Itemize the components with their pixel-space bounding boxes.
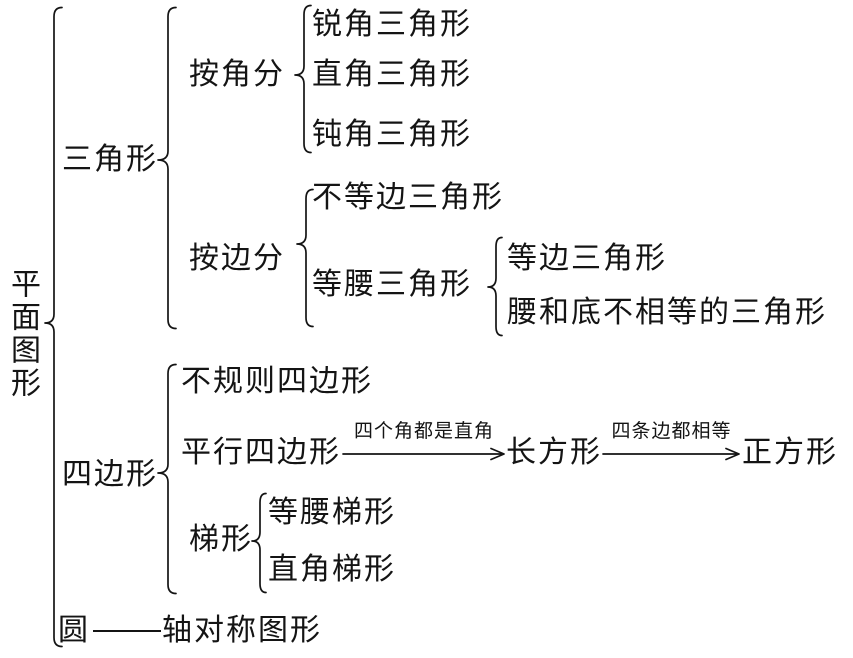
node-plane-figures: 平面图形 xyxy=(5,268,40,400)
node-right-trapezoid: 直角梯形 xyxy=(268,552,396,587)
node-equilateral-triangle: 等边三角形 xyxy=(507,241,667,276)
node-triangle: 三角形 xyxy=(62,142,158,177)
node-unequal-legs-triangle: 腰和底不相等的三角形 xyxy=(507,295,827,330)
brace-by-angle xyxy=(294,4,312,154)
node-irregular-quadrilateral: 不规则四边形 xyxy=(181,364,373,399)
line-circle-to-note xyxy=(93,630,161,632)
node-acute-triangle: 锐角三角形 xyxy=(312,7,472,42)
brace-trapezoid xyxy=(251,492,267,594)
node-quadrilateral: 四边形 xyxy=(62,457,158,492)
node-by-angle: 按角分 xyxy=(189,57,285,92)
node-rectangle: 长方形 xyxy=(506,435,602,470)
node-obtuse-triangle: 钝角三角形 xyxy=(312,117,472,152)
node-isosceles-trapezoid: 等腰梯形 xyxy=(268,495,396,530)
node-square: 正方形 xyxy=(742,435,838,470)
node-axisymmetric-note: 轴对称图形 xyxy=(162,613,322,648)
node-parallelogram: 平行四边形 xyxy=(181,435,341,470)
arrow-parallelogram-to-rectangle xyxy=(342,447,505,461)
brace-quadrilateral xyxy=(157,363,177,595)
brace-triangle xyxy=(157,6,177,330)
arrow-rectangle-to-square xyxy=(602,447,740,461)
node-by-side: 按边分 xyxy=(189,241,285,276)
brace-root xyxy=(44,6,63,648)
node-isosceles-triangle: 等腰三角形 xyxy=(312,267,472,302)
node-scalene-triangle: 不等边三角形 xyxy=(312,180,504,215)
brace-by-side xyxy=(296,188,314,328)
arrow-condition-right-angles: 四个角都是直角 xyxy=(353,420,494,442)
arrow-condition-equal-sides: 四条边都相等 xyxy=(611,420,732,442)
node-right-triangle: 直角三角形 xyxy=(312,57,472,92)
node-circle: 圆 xyxy=(58,613,90,648)
node-trapezoid: 梯形 xyxy=(189,522,253,557)
brace-isosceles-triangle xyxy=(487,236,503,337)
